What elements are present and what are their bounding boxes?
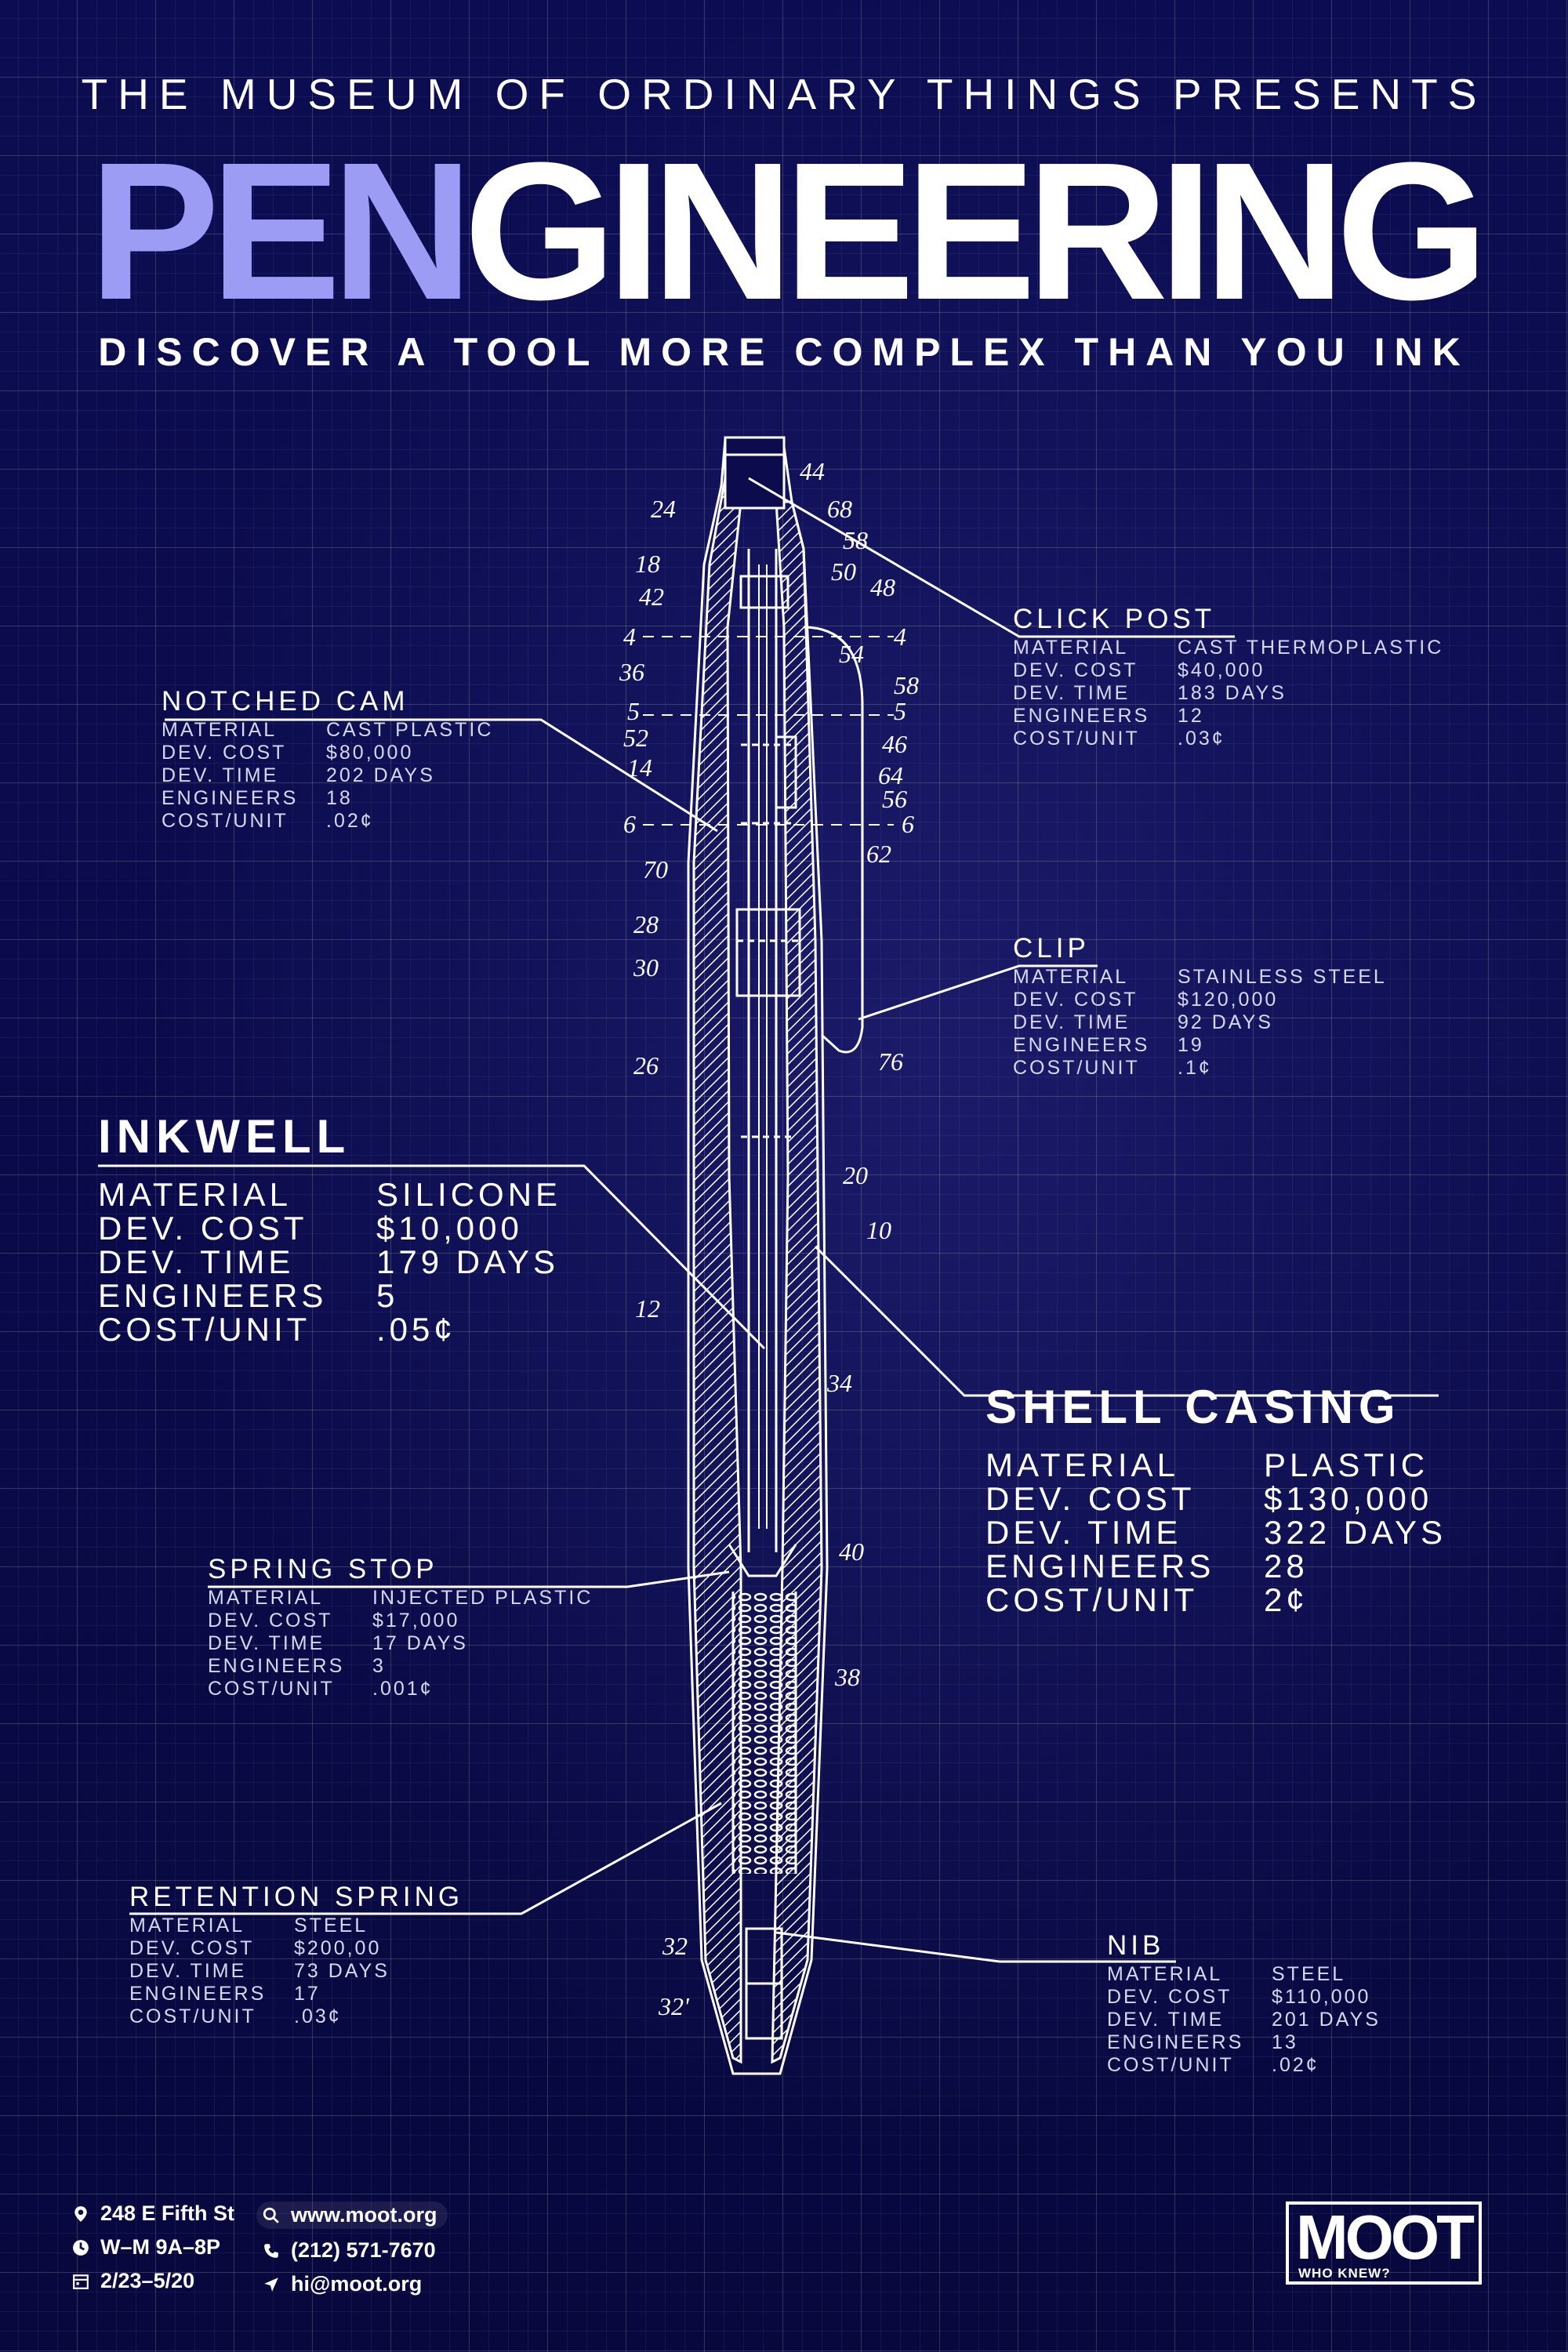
ref-number: 18 xyxy=(635,550,660,578)
ref-number: 48 xyxy=(870,573,895,601)
title-highlight: PEN xyxy=(89,122,473,340)
footer-email[interactable]: hi@moot.org xyxy=(263,2272,448,2296)
ref-number: 70 xyxy=(643,855,668,884)
leader-shell-casing xyxy=(814,1245,1439,1397)
footer-col-left: 248 E Fifth St W–M 9A–8P 2/23–5/20 xyxy=(72,2201,234,2303)
retention-spring-coil xyxy=(733,1592,796,1874)
moot-logo: MOOT WHO KNEW? xyxy=(1286,2201,1482,2285)
ref-number: 36 xyxy=(619,658,644,686)
ref-number: 64 xyxy=(878,761,903,789)
footer-col-right: www.moot.org (212) 571-7670 hi@moot.org xyxy=(256,2201,448,2306)
leader-clip xyxy=(858,964,1098,1021)
leader-notched-cam xyxy=(165,718,718,833)
ref-number: 42 xyxy=(639,583,664,611)
ref-number: 30 xyxy=(633,953,659,982)
ref-number: 24 xyxy=(651,495,676,523)
ref-number: 58 xyxy=(894,671,919,699)
click-post-shape xyxy=(724,436,786,510)
leader-retention-spring xyxy=(129,1802,722,1915)
leader-inkwell xyxy=(98,1164,766,1350)
logo-tagline: WHO KNEW? xyxy=(1298,2266,1391,2281)
ref-number: 4 xyxy=(623,622,636,651)
ref-number: 76 xyxy=(878,1047,903,1076)
footer-hours: W–M 9A–8P xyxy=(72,2235,234,2259)
footer-address: 248 E Fifth St xyxy=(72,2201,234,2226)
pen-outline xyxy=(687,437,829,2075)
leader-spring-stop xyxy=(208,1570,730,1588)
clip-shape xyxy=(803,626,864,1054)
ref-number: 4 xyxy=(894,622,906,651)
ref-number: 62 xyxy=(866,840,891,868)
location-pin-icon xyxy=(74,2205,87,2222)
ref-number: 52 xyxy=(623,724,648,752)
ref-number: 20 xyxy=(843,1161,868,1189)
ref-number: 44 xyxy=(800,457,825,485)
ref-number: 5 xyxy=(894,697,906,725)
send-icon xyxy=(264,2277,278,2292)
ref-number: 6 xyxy=(623,810,636,838)
tagline: DISCOVER A TOOL MORE COMPLEX THAN YOU IN… xyxy=(98,330,1470,374)
ref-number: 50 xyxy=(831,557,856,586)
ref-number: 10 xyxy=(866,1216,891,1244)
footer-phone[interactable]: (212) 571-7670 xyxy=(263,2238,448,2263)
ref-number: 40 xyxy=(839,1537,864,1566)
clock-icon xyxy=(73,2239,89,2256)
ref-number: 6 xyxy=(902,810,914,838)
ref-number: 46 xyxy=(882,730,907,758)
footer-website[interactable]: www.moot.org xyxy=(256,2201,448,2229)
exhibit-title: PENGINEERING xyxy=(0,133,1568,329)
ref-number: 32 xyxy=(662,1932,688,1960)
ref-number: 12 xyxy=(635,1294,660,1323)
ref-number: 26 xyxy=(633,1051,659,1080)
ref-number: 5 xyxy=(627,697,640,725)
search-icon xyxy=(263,2207,279,2223)
ref-number: 38 xyxy=(834,1663,860,1691)
footer-dates: 2/23–5/20 xyxy=(72,2269,234,2293)
title-rest: GINEERING xyxy=(463,122,1489,340)
presenter-line: THE MUSEUM OF ORDINARY THINGS PRESENTS xyxy=(81,70,1487,118)
phone-icon xyxy=(264,2243,278,2258)
calendar-icon xyxy=(73,2274,89,2289)
ref-number: 56 xyxy=(882,785,907,813)
ref-number: 68 xyxy=(827,495,852,523)
ref-number: 58 xyxy=(843,526,868,554)
logo-mark: MOOT xyxy=(1296,2202,1475,2272)
ref-number: 28 xyxy=(633,910,659,938)
leader-nib xyxy=(775,1931,1176,1963)
leader-click-post xyxy=(748,477,1235,638)
ref-number: 54 xyxy=(839,640,864,668)
ref-number: 32' xyxy=(658,1992,690,2020)
shell-wall-left xyxy=(692,475,742,2064)
ref-number: 34 xyxy=(826,1369,852,1397)
ref-number: 14 xyxy=(627,753,652,782)
